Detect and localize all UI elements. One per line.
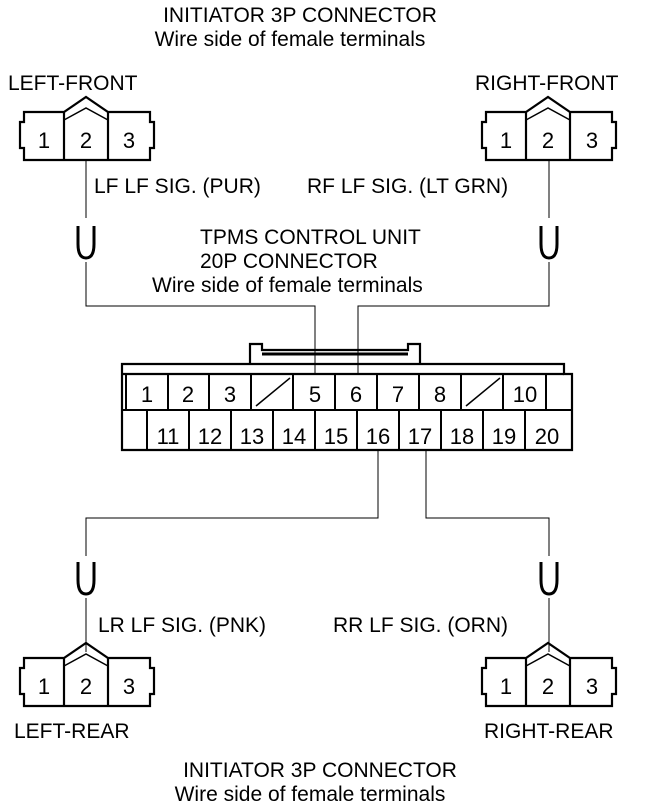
cu-pin-11: 11 [157,424,180,449]
cu-pin-4-unused-icon [255,377,291,407]
left-rear-pin-2: 2 [80,674,92,699]
bottom-connector-subtitle: Wire side of female terminals [175,783,446,806]
left-rear-label: LEFT-REAR [14,720,130,743]
lr-junction-icon [76,562,96,596]
cu-pin-14: 14 [282,424,306,449]
control-unit-title: TPMS CONTROL UNIT [200,226,421,249]
control-unit-20p-connector: 1 2 3 5 6 7 8 10 11 12 13 14 15 16 17 18… [120,342,574,452]
cu-pin-1: 1 [141,382,153,407]
left-rear-initiator: 1 2 3 LEFT-REAR [14,641,156,743]
cu-pin-13: 13 [240,424,264,449]
left-front-initiator: LEFT-FRONT 1 2 3 [8,72,156,162]
cu-pin-6: 6 [350,382,362,407]
left-front-pin-3: 3 [123,128,135,153]
cu-pin-19: 19 [492,424,516,449]
cu-pin-20: 20 [535,424,559,449]
cu-pin-16: 16 [366,424,390,449]
cu-pin-7: 7 [392,382,404,407]
rr-junction-icon [539,562,559,596]
cu-pin-9-unused-icon [465,377,501,407]
cu-pin-3: 3 [224,382,236,407]
control-unit-subtitle: 20P CONNECTOR [200,250,378,273]
cu-pin-17: 17 [408,424,432,449]
right-front-pin-3: 3 [586,128,598,153]
left-front-pin-2: 2 [80,128,92,153]
left-front-label: LEFT-FRONT [8,72,138,95]
right-rear-initiator: 1 2 3 RIGHT-REAR [480,641,618,743]
rf-signal-label: RF LF SIG. (LT GRN) [307,175,508,198]
right-rear-label: RIGHT-REAR [484,720,614,743]
cu-pin-8: 8 [434,382,446,407]
cu-pin-12: 12 [198,424,222,449]
cu-pin-5: 5 [309,382,321,407]
right-front-initiator: RIGHT-FRONT 1 2 3 [475,72,619,162]
right-rear-pin-1: 1 [500,674,512,699]
cu-pin-2: 2 [182,382,194,407]
top-connector-title: INITIATOR 3P CONNECTOR [163,4,437,27]
cu-pin-10: 10 [513,382,537,407]
left-front-pin-1: 1 [38,128,50,153]
right-rear-pin-2: 2 [542,674,554,699]
lf-wire [76,160,316,374]
right-front-label: RIGHT-FRONT [475,72,619,95]
rf-junction-icon [539,226,559,260]
bottom-connector-title: INITIATOR 3P CONNECTOR [183,759,457,782]
left-rear-pin-1: 1 [38,674,50,699]
control-unit-note: Wire side of female terminals [152,274,423,297]
lf-signal-label: LF LF SIG. (PUR) [94,175,261,198]
right-rear-pin-3: 3 [586,674,598,699]
cu-pin-18: 18 [450,424,474,449]
right-front-pin-2: 2 [542,128,554,153]
lf-junction-icon [76,226,96,260]
rr-signal-label: RR LF SIG. (ORN) [333,614,508,637]
right-front-pin-1: 1 [500,128,512,153]
top-connector-subtitle: Wire side of female terminals [155,28,426,51]
cu-pin-15: 15 [324,424,348,449]
rf-wire [357,160,559,374]
lr-signal-label: LR LF SIG. (PNK) [98,614,266,637]
left-rear-pin-3: 3 [123,674,135,699]
